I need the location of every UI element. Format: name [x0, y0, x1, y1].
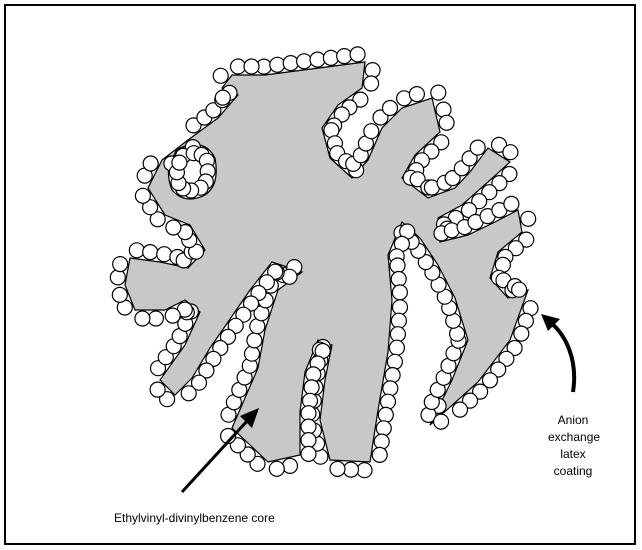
latex-bead [383, 381, 398, 396]
coating-label-line-4: coating [548, 463, 598, 480]
latex-bead [157, 247, 172, 262]
latex-bead [283, 458, 298, 473]
latex-bead [110, 270, 125, 285]
latex-bead [391, 313, 406, 328]
coating-label: Anion exchange latex coating [548, 412, 598, 480]
latex-bead [470, 140, 485, 155]
latex-bead [436, 102, 451, 117]
latex-bead [409, 87, 424, 102]
latex-bead [270, 57, 285, 72]
latex-bead [512, 282, 527, 297]
latex-bead [431, 85, 446, 100]
coating-label-line-3: latex [548, 446, 598, 463]
latex-bead [372, 447, 387, 462]
latex-bead [231, 59, 246, 74]
coating-label-line-1: Anion [548, 412, 598, 429]
latex-bead [392, 285, 407, 300]
latex-bead [244, 59, 259, 74]
latex-bead [301, 446, 316, 461]
latex-bead [350, 47, 365, 62]
latex-bead [387, 354, 402, 369]
latex-bead [301, 419, 316, 434]
latex-bead [390, 327, 405, 342]
latex-bead [365, 63, 380, 78]
latex-bead [376, 421, 391, 436]
latex-bead [166, 220, 181, 235]
latex-bead [304, 380, 319, 395]
latex-bead [215, 90, 230, 105]
latex-bead [323, 50, 338, 65]
latex-bead [129, 243, 144, 258]
latex-bead [165, 308, 180, 323]
latex-bead [283, 56, 298, 71]
latex-bead [453, 402, 468, 417]
latex-bead [112, 287, 127, 302]
latex-bead [330, 461, 345, 476]
latex-bead [357, 463, 372, 478]
latex-bead [391, 272, 406, 287]
latex-bead [383, 101, 398, 116]
latex-bead [297, 54, 312, 69]
latex-bead [434, 414, 449, 429]
latex-bead [269, 461, 284, 476]
latex-bead [181, 386, 196, 401]
latex-bead [374, 434, 389, 449]
latex-bead [390, 258, 405, 273]
latex-bead [135, 188, 150, 203]
latex-bead [364, 76, 379, 91]
latex-bead [143, 245, 158, 260]
latex-bead [143, 156, 158, 171]
latex-bead [247, 333, 262, 348]
latex-bead [337, 49, 352, 64]
latex-bead [385, 368, 400, 383]
latex-bead [213, 68, 228, 83]
latex-bead [514, 326, 529, 341]
latex-bead [381, 394, 396, 409]
latex-bead [301, 433, 316, 448]
latex-bead [439, 115, 454, 130]
latex-bead [245, 346, 260, 361]
latex-bead [521, 211, 536, 226]
latex-bead [364, 124, 379, 139]
latex-bead [344, 462, 359, 477]
latex-bead [135, 311, 150, 326]
latex-bead [389, 340, 404, 355]
coating-label-line-2: exchange [548, 429, 598, 446]
latex-bead [504, 196, 519, 211]
latex-bead [378, 407, 393, 422]
latex-bead [148, 311, 163, 326]
latex-bead [503, 145, 518, 160]
latex-bead [113, 257, 128, 272]
latex-bead [150, 382, 165, 397]
latex-bead [301, 406, 316, 421]
coating-arrow [541, 314, 574, 392]
latex-bead [393, 300, 408, 315]
latex-bead [172, 155, 187, 170]
core-label: Ethylvinyl-divinylbenzene core [114, 510, 275, 527]
latex-bead [310, 52, 325, 67]
